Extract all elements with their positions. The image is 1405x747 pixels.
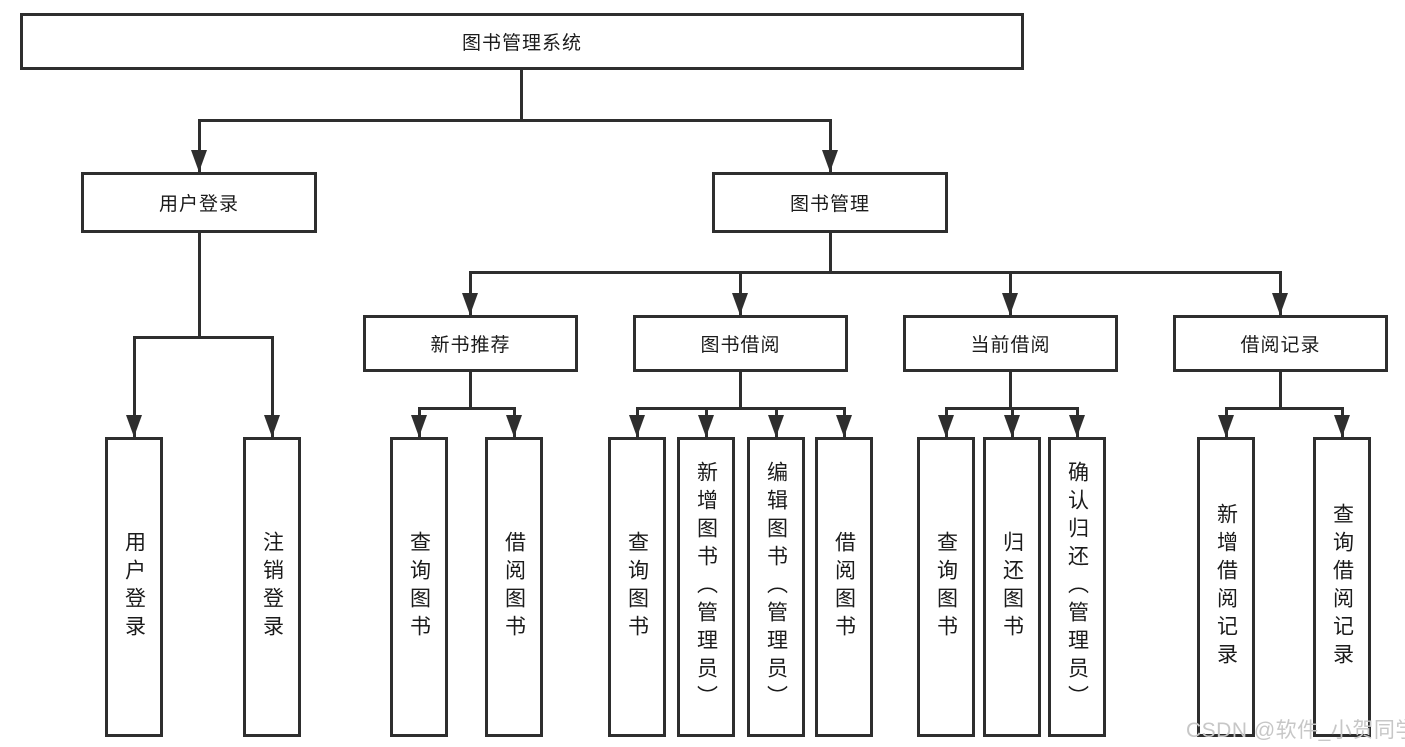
arrow-down-icon: [264, 415, 280, 437]
connector-root-stem: [520, 68, 523, 119]
connector-root-hline: [198, 119, 832, 122]
arrow-down-icon: [1334, 415, 1350, 437]
arrow-down-icon: [126, 415, 142, 437]
leaf-label: 编辑图书（管理员）: [764, 461, 788, 713]
leaf-logout: 注销登录: [243, 437, 301, 737]
node-book-borrowing: 图书借阅: [633, 315, 848, 372]
leaf-label: 查询借阅记录: [1330, 503, 1354, 671]
node-label: 新书推荐: [430, 335, 511, 356]
leaf-label: 借阅图书: [502, 531, 526, 643]
leaf-label: 注销登录: [260, 531, 284, 643]
node-label: 图书管理系统: [461, 33, 582, 54]
connector-current-borrow-stem: [1009, 372, 1012, 407]
node-label: 借阅记录: [1240, 335, 1321, 356]
leaf-query-books-recommend: 查询图书: [390, 437, 448, 737]
connector-user-login-stem: [198, 233, 201, 336]
connector-new-book-hline: [418, 407, 516, 410]
arrow-down-icon: [698, 415, 714, 437]
connector-book-mgmt-hline: [469, 271, 1282, 274]
connector-drop-login-leaf: [133, 336, 136, 437]
leaf-return-books: 归还图书: [983, 437, 1041, 737]
connector-user-login-hline: [133, 336, 274, 339]
leaf-query-borrow-record: 查询借阅记录: [1313, 437, 1371, 737]
node-new-book-recommend: 新书推荐: [363, 315, 578, 372]
leaf-borrow-books: 借阅图书: [815, 437, 873, 737]
connector-drop-logout-leaf: [271, 336, 274, 437]
node-label: 图书借阅: [700, 335, 781, 356]
node-borrowing-records: 借阅记录: [1173, 315, 1388, 372]
node-user-login: 用户登录: [81, 172, 317, 233]
leaf-label: 查询图书: [407, 531, 431, 643]
leaf-label: 确认归还（管理员）: [1065, 461, 1089, 713]
leaf-label: 查询图书: [934, 531, 958, 643]
node-label: 当前借阅: [970, 335, 1051, 356]
arrow-down-icon: [732, 293, 748, 315]
arrow-down-icon: [1218, 415, 1234, 437]
leaf-label: 新增图书（管理员）: [694, 461, 718, 713]
connector-book-borrow-stem: [739, 372, 742, 407]
node-library-management-system: 图书管理系统: [20, 13, 1024, 70]
leaf-label: 查询图书: [625, 531, 649, 643]
connector-drop-user-login: [198, 119, 201, 172]
arrow-down-icon: [768, 415, 784, 437]
leaf-label: 归还图书: [1000, 531, 1024, 643]
leaf-user-login: 用户登录: [105, 437, 163, 737]
arrow-down-icon: [938, 415, 954, 437]
arrow-down-icon: [462, 293, 478, 315]
connector-book-mgmt-stem: [829, 233, 832, 271]
leaf-borrow-books-recommend: 借阅图书: [485, 437, 543, 737]
connector-book-borrow-hline: [636, 407, 846, 410]
leaf-edit-books-admin: 编辑图书（管理员）: [747, 437, 805, 737]
node-label: 用户登录: [158, 194, 239, 215]
arrow-down-icon: [629, 415, 645, 437]
connector-drop-book-management: [829, 119, 832, 172]
connector-borrow-record-hline: [1225, 407, 1344, 410]
leaf-query-books-current: 查询图书: [917, 437, 975, 737]
arrow-down-icon: [836, 415, 852, 437]
arrow-down-icon: [191, 150, 207, 172]
leaf-add-books-admin: 新增图书（管理员）: [677, 437, 735, 737]
leaf-label: 新增借阅记录: [1214, 503, 1238, 671]
csdn-watermark: CSDN @软件_小贺同学: [1186, 719, 1405, 742]
leaf-confirm-return-admin: 确认归还（管理员）: [1048, 437, 1106, 737]
arrow-down-icon: [1272, 293, 1288, 315]
leaf-query-books-borrowing: 查询图书: [608, 437, 666, 737]
node-book-management: 图书管理: [712, 172, 948, 233]
arrow-down-icon: [506, 415, 522, 437]
arrow-down-icon: [1004, 415, 1020, 437]
arrow-down-icon: [411, 415, 427, 437]
arrow-down-icon: [822, 150, 838, 172]
leaf-add-borrow-record: 新增借阅记录: [1197, 437, 1255, 737]
connector-borrow-record-stem: [1279, 372, 1282, 407]
arrow-down-icon: [1069, 415, 1085, 437]
node-label: 图书管理: [789, 194, 870, 215]
connector-new-book-stem: [469, 372, 472, 407]
node-current-borrowing: 当前借阅: [903, 315, 1118, 372]
arrow-down-icon: [1002, 293, 1018, 315]
leaf-label: 用户登录: [122, 531, 146, 643]
leaf-label: 借阅图书: [832, 531, 856, 643]
